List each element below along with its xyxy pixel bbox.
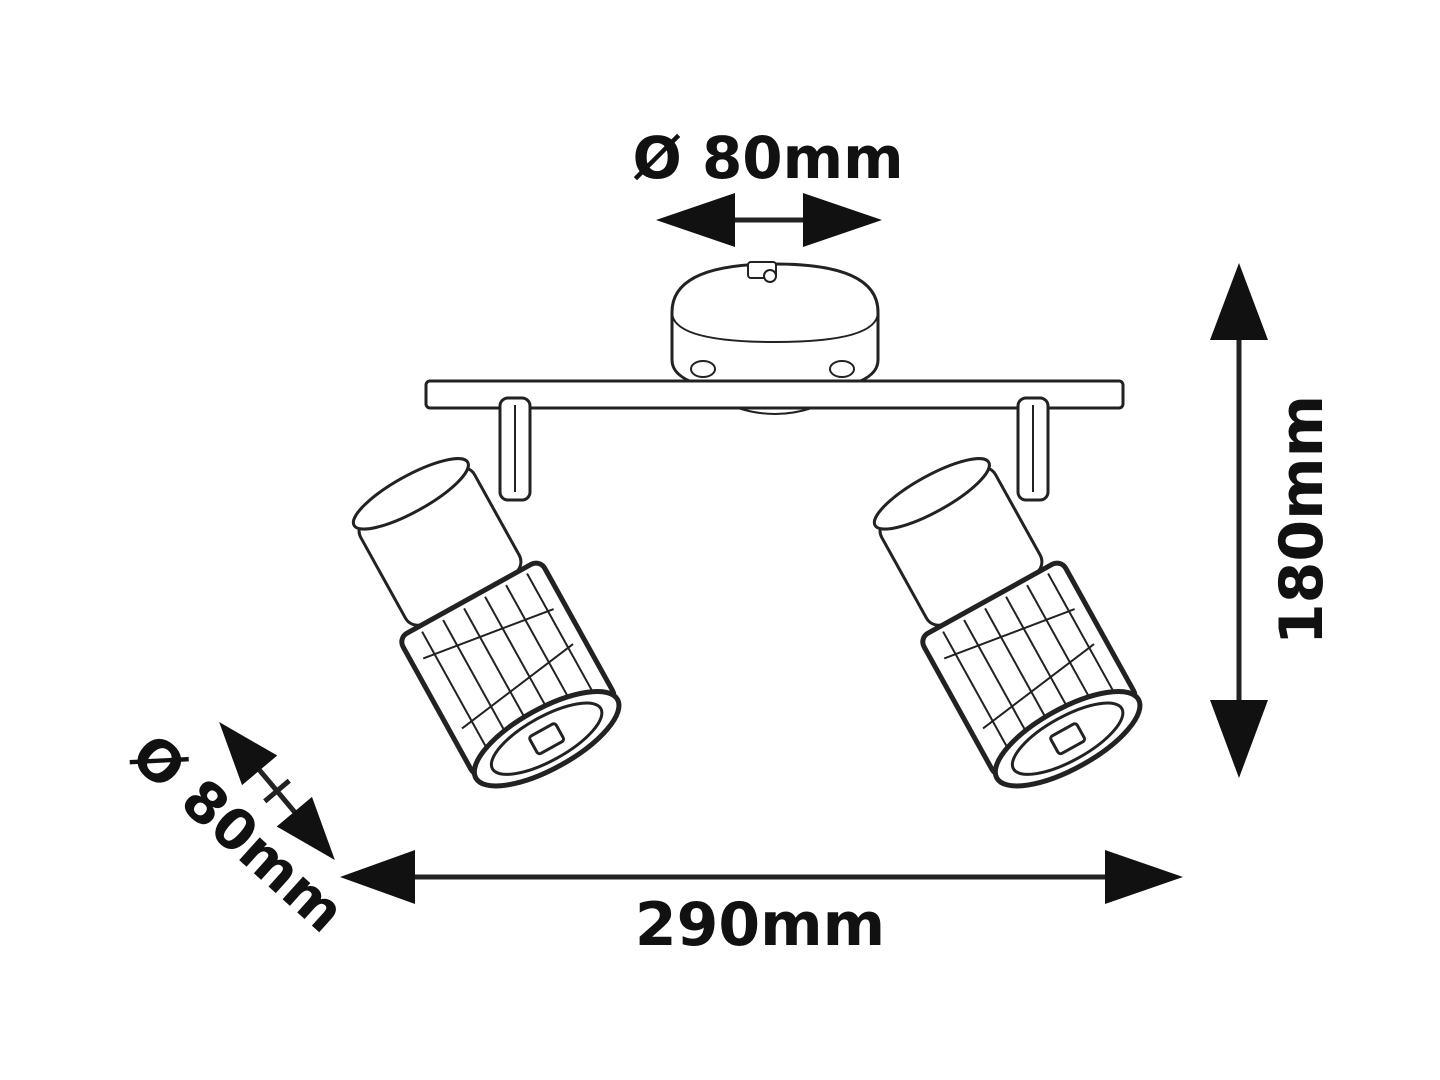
height-dimension: 180mm [1210,263,1337,778]
lamp-illustration [351,261,1143,789]
height-label: 180mm [1267,395,1337,645]
spotlight-left [351,396,622,789]
spotlight-right [872,396,1143,789]
spot-diameter-arrow [219,722,335,860]
width-arrow [340,850,1183,904]
ceiling-canopy [670,261,880,394]
width-dimension: 290mm [340,850,1183,960]
canopy-diameter-arrow [656,193,882,247]
spot-diameter-dimension: Ø 80mm [119,722,357,946]
canopy-diameter-label: Ø 80mm [632,124,903,192]
mounting-bar [424,379,1125,415]
width-label: 290mm [635,890,885,960]
canopy-diameter-dimension: Ø 80mm [632,124,904,247]
height-arrow [1210,263,1268,778]
